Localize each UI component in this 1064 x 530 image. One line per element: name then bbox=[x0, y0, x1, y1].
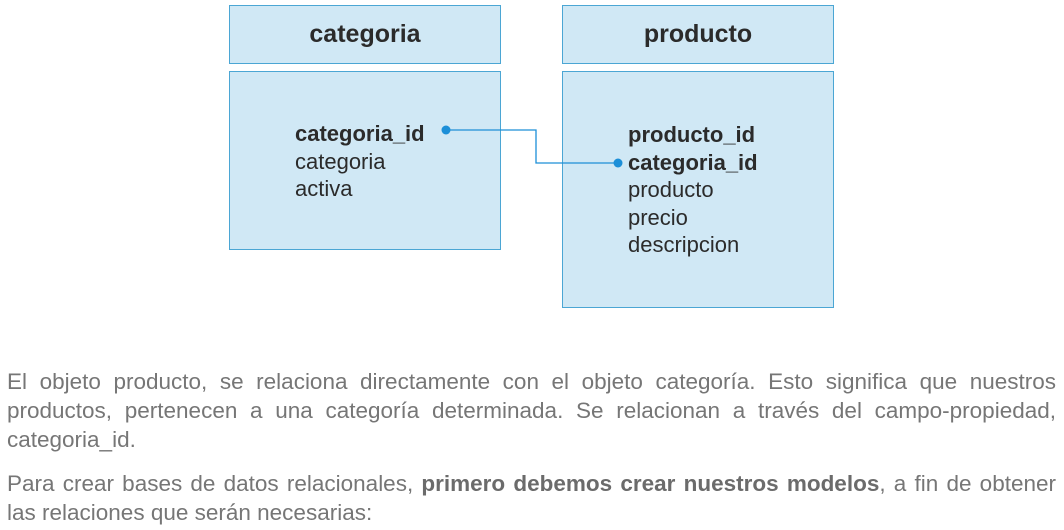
producto-field-producto-id: producto_id bbox=[628, 122, 756, 147]
producto-title: producto bbox=[643, 20, 753, 48]
categoria-title: categoria bbox=[309, 20, 421, 48]
description-text-1: El objeto producto, se relaciona directa… bbox=[7, 369, 1056, 452]
description-text-2-start: Para crear bases de datos relacionales, bbox=[7, 471, 422, 496]
categoria-field-categoria-id: categoria_id bbox=[295, 121, 425, 146]
producto-title-box: producto bbox=[562, 5, 834, 64]
producto-field-list: producto_id categoria_id producto precio… bbox=[628, 121, 758, 259]
categoria-field-categoria: categoria bbox=[295, 148, 386, 174]
categoria-title-box: categoria bbox=[229, 5, 501, 64]
description-paragraph-2: Para crear bases de datos relacionales, … bbox=[7, 469, 1056, 527]
producto-field-descripcion: descripcion bbox=[628, 232, 740, 257]
description-text-2-end: , a fin de obtener las relaciones que se… bbox=[7, 471, 1056, 525]
categoria-field-list: categoria_id categoria activa bbox=[295, 120, 425, 203]
producto-field-precio: precio bbox=[628, 204, 688, 230]
producto-fields-box bbox=[562, 71, 834, 308]
producto-field-categoria-id: categoria_id bbox=[628, 149, 758, 175]
producto-field-producto: producto bbox=[628, 177, 714, 202]
description-paragraph-1: El objeto producto, se relaciona directa… bbox=[7, 367, 1056, 454]
description-text-2-bold: primero debemos crear nuestros modelos bbox=[421, 471, 880, 496]
categoria-field-activa: activa bbox=[295, 176, 353, 201]
